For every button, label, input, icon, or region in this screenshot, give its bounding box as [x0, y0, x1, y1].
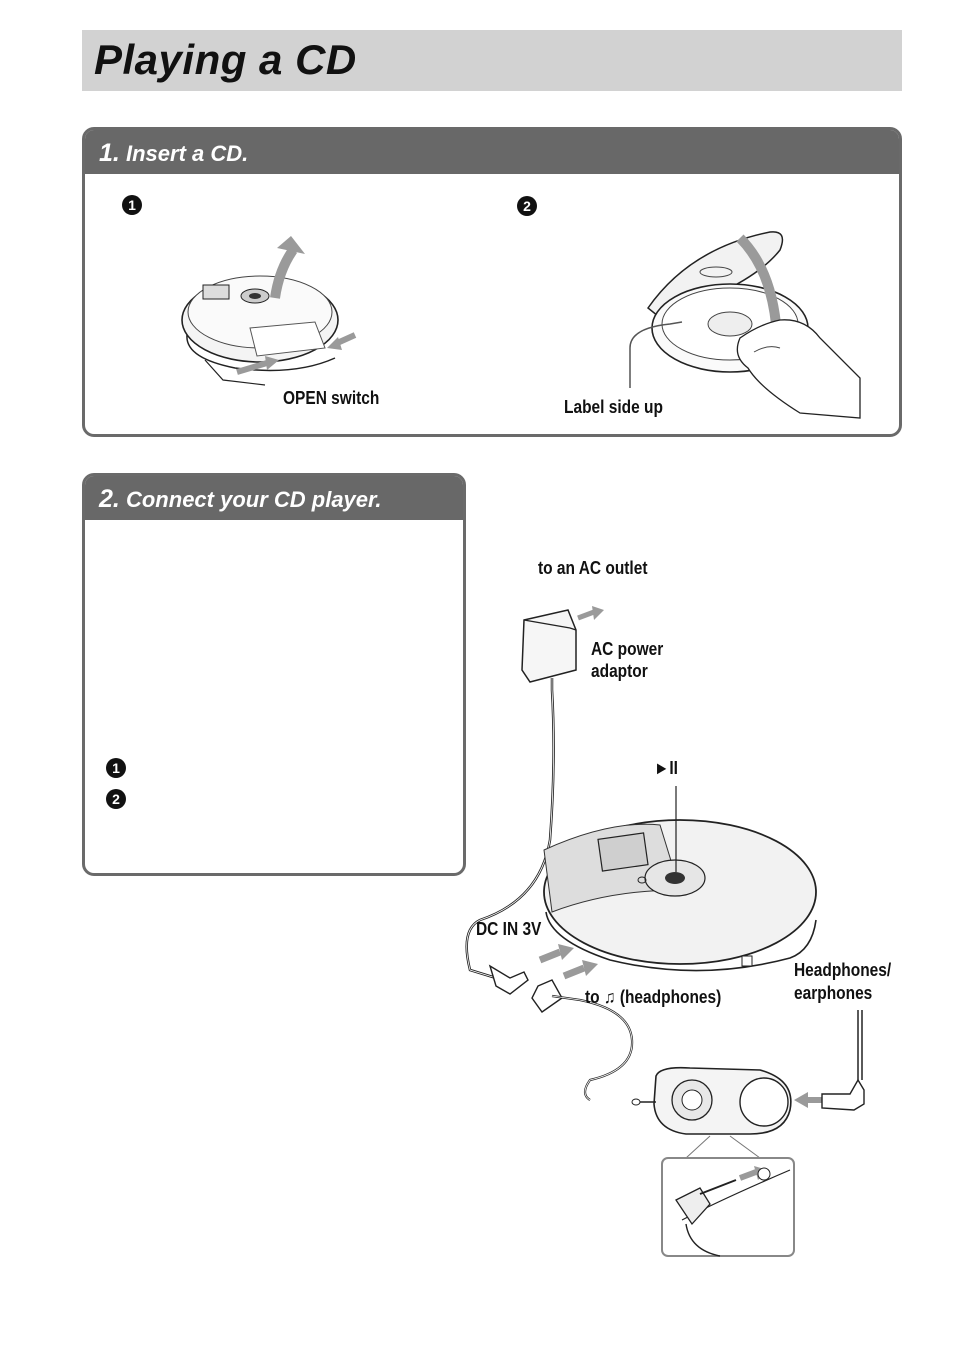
section-insert-cd-heading: 1. Insert a CD.: [85, 130, 899, 174]
step-marker-1: 1: [106, 758, 126, 778]
step-marker-2: 2: [517, 196, 537, 216]
page-title: Playing a CD: [94, 36, 357, 83]
headphones-jack-label: to ♫ (headphones): [585, 987, 722, 1007]
page-title-bar: Playing a CD: [82, 30, 902, 91]
dc-in-label: DC IN 3V: [476, 919, 542, 939]
step-marker-1: 1: [122, 195, 142, 215]
open-switch-label: OPEN switch: [283, 388, 380, 408]
play-pause-icon: ►II: [654, 758, 678, 778]
section-connect-heading: 2. Connect your CD player.: [85, 476, 463, 520]
cd-player-open-illustration: [181, 236, 357, 386]
step-marker-2: 2: [106, 789, 126, 809]
section-connect: 2. Connect your CD player.: [82, 473, 466, 876]
headphones-label-line2: earphones: [794, 983, 873, 1003]
section-number: 1.: [99, 139, 120, 167]
label-side-up-label: Label side up: [564, 397, 663, 417]
section-title: Connect your CD player.: [125, 487, 382, 512]
ac-outlet-label: to an AC outlet: [538, 558, 648, 578]
section-number: 2.: [99, 485, 120, 513]
connection-illustration: [465, 606, 865, 1257]
cd-insert-illustration: [629, 231, 861, 419]
section-title: Insert a CD.: [125, 141, 249, 166]
ac-adaptor-label-line2: adaptor: [591, 661, 648, 681]
headphones-label-line1: Headphones/: [794, 960, 892, 980]
ac-adaptor-label-line1: AC power: [591, 639, 664, 659]
